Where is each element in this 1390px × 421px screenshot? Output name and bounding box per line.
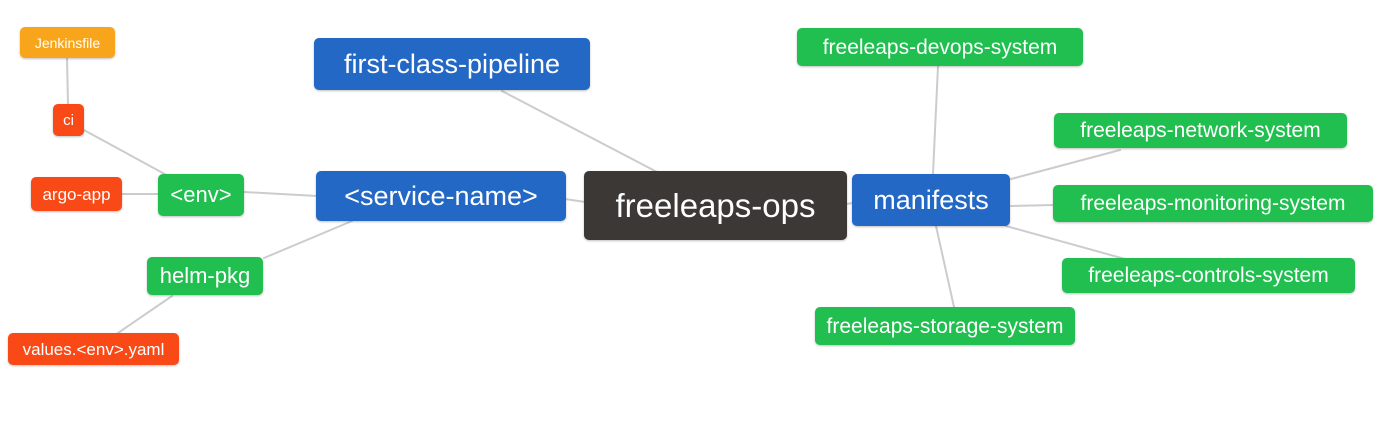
edge-ci-env [81, 128, 173, 179]
edge-manifests-network-system [1010, 149, 1121, 180]
node-freeleaps-controls-system[interactable]: freeleaps-controls-system [1062, 258, 1355, 293]
edge-manifests-devops-system [932, 65, 939, 175]
node-manifests[interactable]: manifests [852, 174, 1010, 226]
node-env[interactable]: <env> [158, 174, 244, 216]
edge-freeleaps-ops-manifests [845, 202, 854, 205]
node-values-env-yaml[interactable]: values.<env>.yaml [8, 333, 179, 365]
edge-jenkinsfile-ci [66, 57, 69, 105]
node-helm-pkg[interactable]: helm-pkg [147, 257, 263, 295]
node-freeleaps-ops-root[interactable]: freeleaps-ops [584, 171, 847, 240]
node-argo-app[interactable]: argo-app [31, 177, 122, 211]
edge-first-class-pipeline-freeleaps-ops [501, 90, 658, 173]
node-freeleaps-devops-system[interactable]: freeleaps-devops-system [797, 28, 1083, 66]
node-first-class-pipeline[interactable]: first-class-pipeline [314, 38, 590, 90]
edge-values-env-yaml-helm-pkg [117, 295, 173, 334]
edge-helm-pkg-service-name [263, 220, 353, 259]
edge-manifests-controls-system [1005, 225, 1126, 260]
edge-manifests-monitoring-system [1010, 204, 1055, 207]
edge-env-service-name [243, 191, 318, 197]
node-service-name[interactable]: <service-name> [316, 171, 566, 221]
node-freeleaps-monitoring-system[interactable]: freeleaps-monitoring-system [1053, 185, 1373, 222]
edge-manifests-storage-system [935, 225, 955, 308]
node-jenkinsfile[interactable]: Jenkinsfile [20, 27, 115, 58]
node-ci[interactable]: ci [53, 104, 84, 136]
node-freeleaps-storage-system[interactable]: freeleaps-storage-system [815, 307, 1075, 345]
node-freeleaps-network-system[interactable]: freeleaps-network-system [1054, 113, 1347, 148]
edge-service-name-freeleaps-ops [564, 198, 586, 203]
